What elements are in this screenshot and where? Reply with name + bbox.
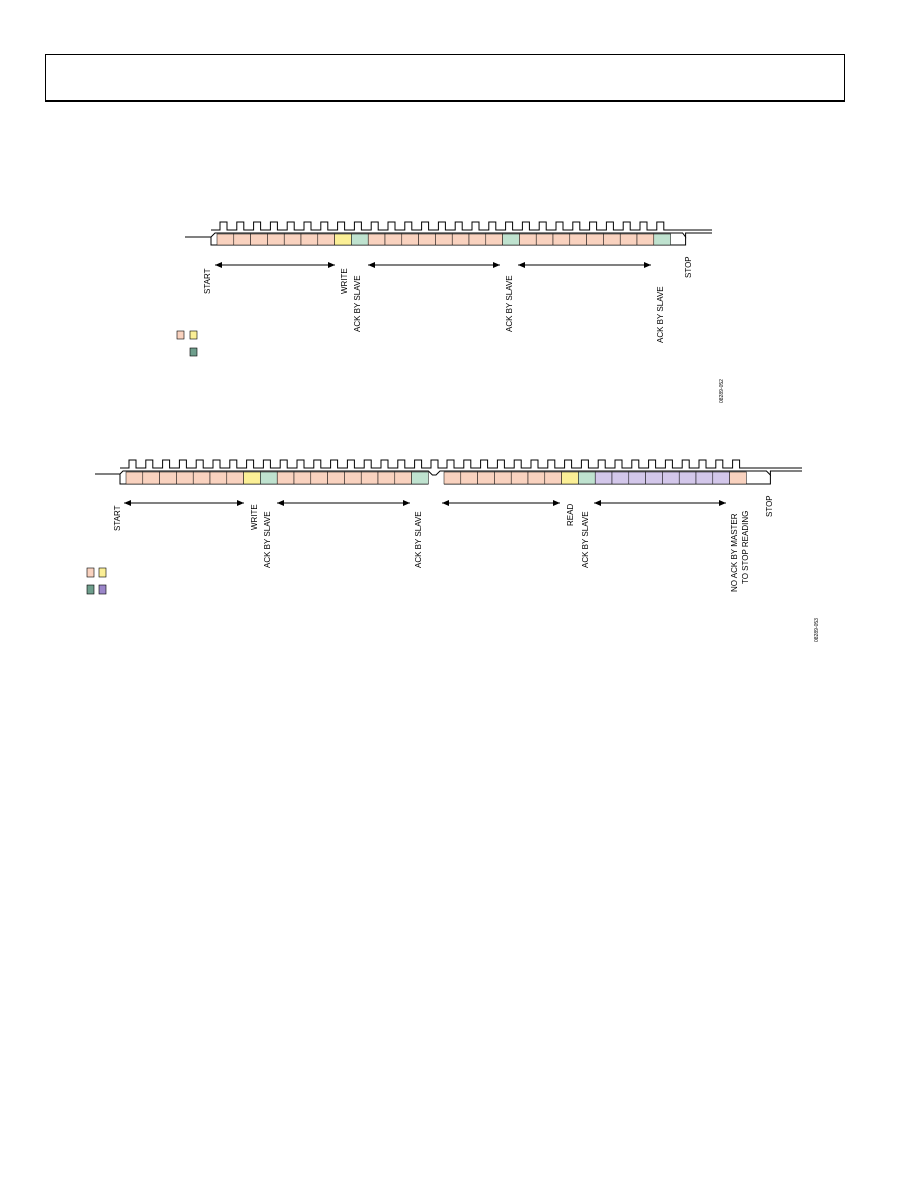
page-header-box [45, 54, 845, 102]
ack-label-3: ACK BY SLAVE [656, 286, 665, 343]
bit-cell [460, 471, 478, 485]
bit-cell [678, 471, 697, 485]
arrowhead-left [518, 262, 525, 268]
bit-cell [628, 471, 646, 485]
bit-cell [645, 471, 663, 485]
bit-cell [176, 471, 194, 485]
write-label: WRITE [340, 268, 349, 294]
bit-segments [216, 233, 671, 246]
arrowhead-right [553, 500, 560, 506]
arrowhead-right [237, 500, 244, 506]
write-label: WRITE [250, 504, 259, 530]
arrowhead-left [368, 262, 375, 268]
bit-cell [226, 471, 244, 485]
stop-label: STOP [684, 256, 693, 278]
nack-label-line1: NO ACK BY MASTER [730, 513, 739, 592]
legend-swatch-ack [189, 347, 198, 357]
ack-label-2: ACK BY SLAVE [414, 511, 423, 568]
sda-upper-line [95, 470, 802, 477]
bit-cell [695, 471, 714, 485]
bit-segments [125, 471, 747, 485]
arrowhead-left [442, 500, 449, 506]
figure-id-2: 08289-053 [814, 618, 820, 642]
figure-id-1: 08289-052 [719, 379, 725, 403]
legend-swatch-data [98, 584, 107, 595]
nack-label-line2: TO STOP READING [741, 511, 750, 584]
ack-label-1: ACK BY SLAVE [263, 511, 272, 568]
bit-cell [142, 471, 160, 485]
clock-waveform [211, 221, 712, 231]
ack-label-1: ACK BY SLAVE [353, 275, 362, 332]
bit-cell [544, 471, 562, 485]
bit-cell [662, 471, 680, 485]
bit-cell [712, 471, 730, 485]
bit-cell [443, 471, 462, 485]
legend-swatch-write-read [98, 567, 107, 578]
bit-cell [327, 471, 345, 485]
arrowhead-left [215, 262, 222, 268]
arrowhead-right [719, 500, 726, 506]
ack-label-3: ACK BY SLAVE [581, 511, 590, 568]
bit-cell [243, 471, 261, 485]
byte-span-arrows [124, 500, 726, 506]
bit-cell [729, 471, 747, 485]
stop-label: STOP [765, 495, 774, 517]
clock-waveform [120, 459, 802, 469]
arrowhead-left [594, 500, 601, 506]
arrowhead-right [493, 262, 500, 268]
bit-cell [561, 471, 579, 485]
byte-span-arrows [215, 262, 651, 268]
bit-cell [360, 471, 379, 485]
start-label: START [113, 505, 122, 531]
bit-cell [293, 471, 312, 485]
bit-cell [411, 471, 429, 485]
bit-cell [377, 471, 396, 485]
scl-line [120, 459, 802, 469]
bit-cell [578, 471, 596, 485]
bit-cell [594, 471, 613, 485]
legend-swatch-address [86, 567, 95, 578]
ack-label-2: ACK BY SLAVE [505, 275, 514, 332]
arrowhead-left [277, 500, 284, 506]
bit-cell [344, 471, 362, 485]
bit-cell [527, 471, 546, 485]
bit-cell [510, 471, 529, 485]
bit-cell [494, 471, 512, 485]
arrowhead-right [403, 500, 410, 506]
bit-cell [394, 471, 412, 485]
arrowhead-left [124, 500, 131, 506]
bit-cell [209, 471, 228, 485]
bit-cell [477, 471, 495, 485]
sda-upper-line [185, 232, 712, 239]
legend-swatch-ack [86, 584, 95, 595]
bit-cell [611, 471, 630, 485]
bit-cell [310, 471, 328, 485]
scl-line [211, 221, 712, 231]
start-label: START [203, 268, 212, 294]
arrowhead-right [644, 262, 651, 268]
bit-cell [276, 471, 295, 485]
bit-cell [159, 471, 177, 485]
legend-swatch-write [189, 330, 198, 340]
bit-cell [192, 471, 211, 485]
read-label: READ [566, 504, 575, 526]
bit-cell [125, 471, 144, 485]
arrowhead-right [328, 262, 335, 268]
bit-cell [653, 233, 671, 246]
bit-cell [260, 471, 278, 485]
legend-swatch-address [176, 330, 185, 340]
